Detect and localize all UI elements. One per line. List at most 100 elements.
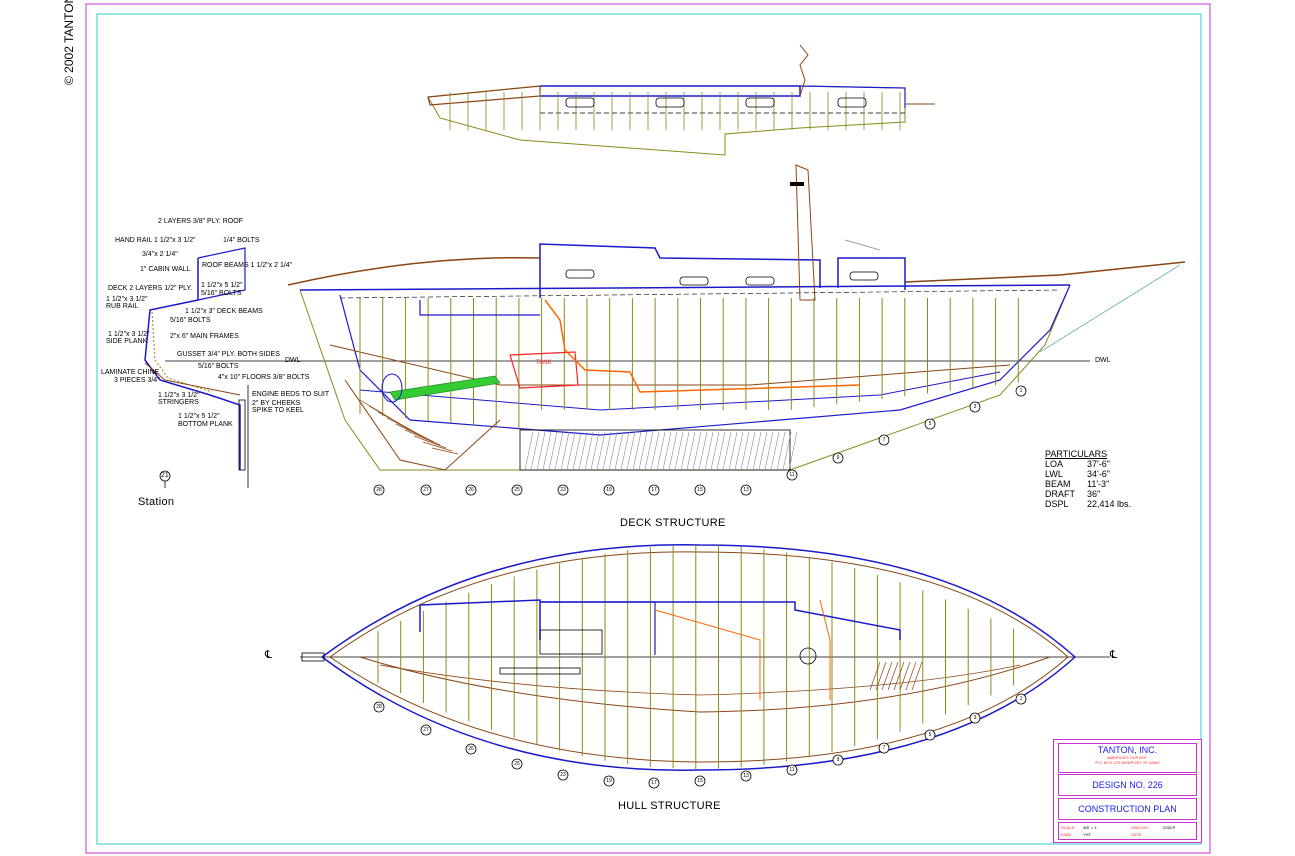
section-callout: 1 1/2"x 3 1/2": [106, 296, 148, 303]
hull-station-number: 19: [606, 778, 612, 784]
section-callout: 5/16" BOLTS: [198, 363, 239, 370]
meta-box: SCALE: 3/8" = 1' DWN: YHT DWG NO. 226CP …: [1058, 822, 1197, 840]
section-callout: 3/4"x 2 1/4": [142, 251, 178, 258]
title-block: TANTON, INC. AMERICA'S CUP AVE. P.O. BOX…: [1053, 739, 1202, 843]
section-callout: ROOF BEAMS 1 1/2"x 2 1/4": [202, 262, 293, 269]
hull-station-number: 25: [514, 761, 520, 767]
particulars-heading: PARTICULARS: [1045, 449, 1108, 459]
section-callout: BOTTOM PLANK: [178, 421, 233, 428]
deck-station-number: 7: [882, 437, 886, 443]
deck-station-circle: [420, 484, 432, 496]
dwg-label: DWG NO.: [1131, 825, 1149, 830]
particulars-row: DSPL 22,414 lbs.: [1045, 499, 1131, 509]
hull-station-circle: [373, 701, 385, 713]
hull-station-circle: [969, 712, 981, 724]
deck-station-number: 19: [606, 487, 612, 493]
particulars-value: 36": [1087, 489, 1101, 499]
section-callout: LAMINATE CHINE: [101, 369, 160, 376]
section-callout: SIDE PLANK: [106, 338, 148, 345]
section-callout: 2"x 6" MAIN FRAMES: [170, 333, 239, 340]
hull-station-number: 23: [560, 772, 566, 778]
deck-station-circle: [511, 484, 523, 496]
section-callout: 2 LAYERS 3/8" PLY. ROOF: [158, 218, 243, 225]
particulars-value: 11'-3": [1087, 479, 1110, 489]
deck-station-circle: [465, 484, 477, 496]
deck-station-number: 17: [651, 487, 657, 493]
hull-station-number: 26: [468, 746, 474, 752]
hull-station-circle: [924, 729, 936, 741]
section-callout: 1 1/2"x 5 1/2": [201, 282, 243, 289]
deck-station-number: 11: [789, 472, 795, 478]
section-callout: 3 PIECES 3/4": [114, 377, 160, 384]
particulars-key: DRAFT: [1045, 489, 1075, 499]
hull-station-circle: [603, 775, 615, 787]
hull-station-number: 3: [973, 715, 977, 721]
hull-station-circle: [786, 764, 798, 776]
particulars-value: 34'-6": [1087, 469, 1110, 479]
section-callout: 1 1/2"x 3 1/2": [158, 392, 200, 399]
deck-station-circle: [603, 484, 615, 496]
hull-station-number: 27: [423, 727, 429, 733]
section-callout: HAND RAIL 1 1/2"x 3 1/2": [115, 237, 196, 244]
section-callout: 2" BY CHEEKS: [252, 400, 301, 407]
section-callout: DECK 2 LAYERS 1/2" PLY.: [108, 285, 193, 292]
hull-station-circle: [465, 743, 477, 755]
hull-profile: [165, 164, 1186, 471]
hull-station-circle: [648, 777, 660, 789]
section-station-number: 21: [161, 472, 169, 479]
deck-station-circle: [557, 484, 569, 496]
hull-station-circle: [420, 724, 432, 736]
deck-station-number: 13: [743, 487, 749, 493]
deck-station-markers: [373, 385, 1027, 496]
inner-border: [96, 13, 1202, 845]
particulars-key: DSPL: [1045, 499, 1069, 509]
deck-station-number: 1: [1019, 388, 1023, 394]
deck-station-circle: [786, 469, 798, 481]
deck-station-number: 23: [560, 487, 566, 493]
firm-name: TANTON, INC.: [1097, 745, 1158, 755]
station-label: Station: [138, 496, 175, 508]
hull-plan: [300, 544, 1110, 771]
deck-station-circle: [648, 484, 660, 496]
section-callout: ENGINE BEDS TO SUIT: [252, 391, 330, 398]
hull-station-circle: [511, 758, 523, 770]
hull-station-number: 13: [743, 773, 749, 779]
particulars-row: DRAFT 36": [1045, 489, 1131, 499]
sheet-title: CONSTRUCTION PLAN: [1058, 798, 1197, 820]
section-callout: RUB RAIL: [106, 303, 139, 310]
section-callout: 5/16" BOLTS: [201, 290, 242, 297]
hull-station-markers: [373, 693, 1027, 789]
section-callout: 4"x 10" FLOORS 3/8" BOLTS: [218, 374, 310, 381]
deck-station-number: 3: [973, 404, 977, 410]
hull-station-circle: [740, 770, 752, 782]
hull-station-circle: [832, 754, 844, 766]
particulars-key: LWL: [1045, 469, 1063, 479]
section-station-marker: [159, 470, 171, 482]
outer-border: [85, 3, 1211, 854]
deck-station-number: 26: [468, 487, 474, 493]
particulars-value: 22,414 lbs.: [1087, 499, 1132, 509]
section-callout: 5/16" BOLTS: [170, 317, 211, 324]
firm-address-2: P.O. BOX 270 NEWPORT, RI 02840: [1095, 760, 1160, 765]
hull-station-number: 15: [697, 778, 703, 784]
section-callout: SPIKE TO KEEL: [252, 407, 304, 414]
scale-value: 3/8" = 1': [1083, 825, 1098, 830]
deck-station-circle: [740, 484, 752, 496]
scale-label: SCALE:: [1061, 825, 1076, 830]
particulars-key: LOA: [1045, 459, 1064, 469]
section-callout: 1/4" BOLTS: [223, 237, 260, 244]
hull-station-circle: [557, 769, 569, 781]
hull-station-number: 7: [882, 745, 886, 751]
section-callout: 1 1/2"x 5 1/2": [178, 413, 220, 420]
midship-section: [144, 247, 249, 488]
deck-structure-title: DECK STRUCTURE: [620, 517, 726, 529]
section-callout: 1" CABIN WALL: [140, 266, 191, 273]
section-callout: 1 1/2"x 3 1/2": [108, 331, 150, 338]
hull-station-circle: [694, 775, 706, 787]
hull-station-number: 28: [376, 704, 382, 710]
deck-station-number: 5: [928, 421, 932, 427]
